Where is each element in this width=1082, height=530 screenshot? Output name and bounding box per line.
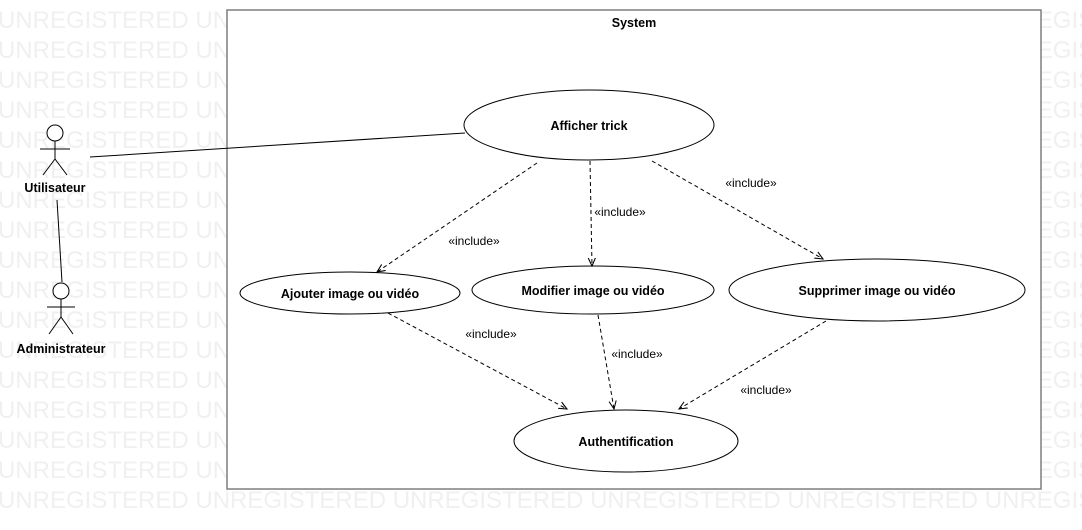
usecase-modifier[interactable]: Modifier image ou vidéo: [471, 265, 715, 315]
include-label: «include»: [465, 327, 517, 341]
usecase-ajouter[interactable]: Ajouter image ou vidéo: [239, 271, 461, 315]
include-afficher-modifier: [590, 160, 592, 266]
include-ajouter-auth: [387, 312, 567, 409]
usecase-label: Afficher trick: [550, 119, 627, 133]
actor-leg-right: [60, 316, 74, 335]
actor-utilisateur[interactable]: Utilisateur: [24, 124, 86, 195]
system-title: System: [612, 16, 656, 30]
include-supprimer-auth: [679, 320, 827, 409]
actor-leg-right: [54, 158, 68, 176]
include-label: «include»: [448, 234, 500, 248]
usecase-afficher-trick[interactable]: Afficher trick: [463, 89, 715, 161]
usecase-label: Authentification: [578, 435, 673, 449]
include-label: «include»: [725, 176, 777, 190]
usecase-label: Modifier image ou vidéo: [521, 284, 664, 298]
association-line: [89, 132, 466, 158]
usecase-label: Ajouter image ou vidéo: [281, 287, 420, 301]
actor-administrateur[interactable]: Administrateur: [17, 282, 106, 356]
actor-label-administrateur: Administrateur: [17, 342, 106, 356]
include-label: «include»: [740, 383, 792, 397]
actor-leg-left: [42, 158, 56, 176]
actor-head: [52, 282, 70, 300]
actor-label-utilisateur: Utilisateur: [24, 181, 85, 195]
include-afficher-ajouter: [377, 162, 538, 272]
actor-leg-left: [48, 316, 62, 335]
include-label: «include»: [594, 205, 646, 219]
include-modifier-auth: [597, 314, 614, 409]
include-label: «include»: [611, 347, 663, 361]
system-boundary: [226, 9, 1042, 490]
include-afficher-supprimer: [651, 160, 823, 259]
usecase-supprimer[interactable]: Supprimer image ou vidéo: [728, 258, 1026, 322]
actor-link: [56, 199, 63, 283]
watermark-row: UNREGISTERED UNREGISTERED UNREGISTERED U…: [0, 487, 1082, 514]
usecase-authentification[interactable]: Authentification: [513, 409, 739, 473]
actor-head: [46, 124, 64, 142]
usecase-label: Supprimer image ou vidéo: [799, 284, 956, 298]
